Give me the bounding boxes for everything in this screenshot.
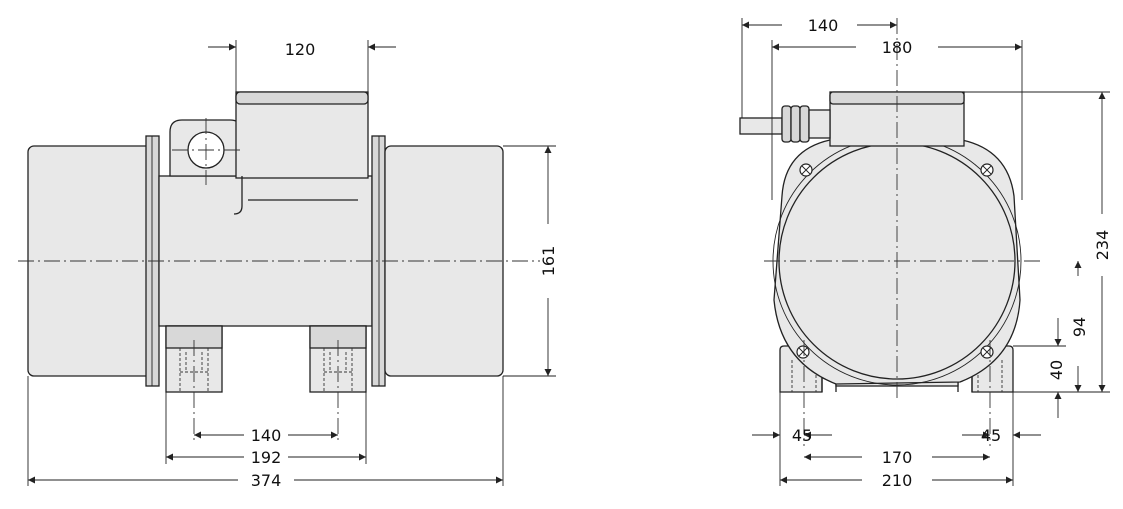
dim-foot-inner: 140	[251, 426, 282, 445]
screw-bottom-right	[980, 345, 994, 359]
dim-front-total-height: 234	[1093, 230, 1112, 261]
side-view: 120 161 140 192 374	[18, 40, 558, 490]
dim-front-foot-left: 45	[792, 426, 812, 445]
gland-ring-1	[781, 105, 792, 143]
dim-front-width: 180	[882, 38, 913, 57]
dim-front-base-width: 210	[882, 471, 913, 490]
front-view: 140 180 234 94 40 45 45 170	[739, 16, 1112, 490]
dim-foot-outer: 192	[251, 448, 282, 467]
dim-top-width: 120	[285, 40, 316, 59]
dim-front-offset: 140	[808, 16, 839, 35]
dim-side-height: 161	[539, 246, 558, 277]
dim-front-hole-spacing: 170	[882, 448, 913, 467]
dim-front-foot-height: 40	[1047, 360, 1066, 380]
screw-top-right	[980, 163, 994, 177]
terminal-box-lid	[235, 91, 369, 105]
cable-end	[739, 117, 783, 135]
dim-front-axis-height: 94	[1070, 317, 1089, 337]
gland-ring-3	[799, 105, 810, 143]
screw-top-left	[799, 163, 813, 177]
dim-total-length: 374	[251, 471, 282, 490]
gland-ring-2	[790, 105, 801, 143]
terminal-box	[235, 91, 369, 179]
dim-front-foot-right: 45	[981, 426, 1001, 445]
central-housing	[158, 175, 373, 327]
screw-bottom-left	[796, 345, 810, 359]
